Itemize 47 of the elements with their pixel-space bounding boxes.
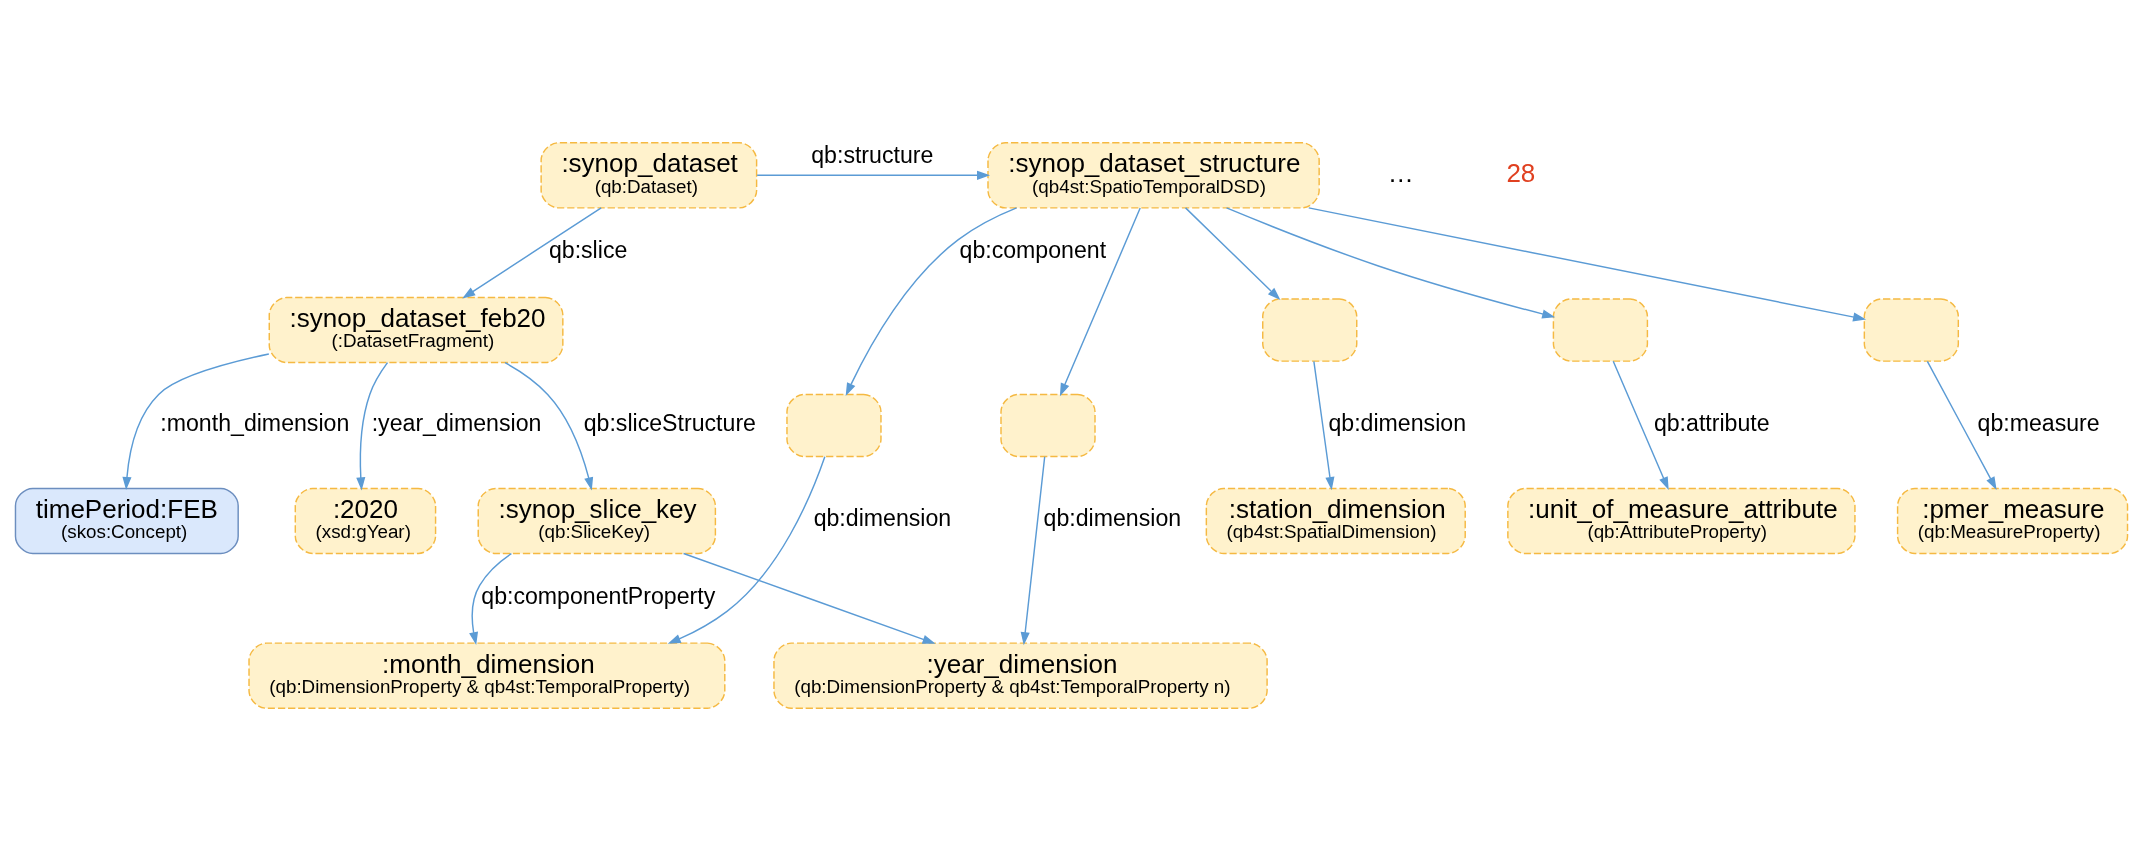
arrow [682,552,936,644]
node-box: :synop_dataset_structure (qb4st:SpatioTemporalDSD) [987,141,1320,209]
node-box: :synop_dataset (qb:Dataset) [540,141,758,209]
edge-label: :year_dimension [371,409,542,436]
arrow [756,170,991,180]
arrow [122,352,270,490]
label: 28 [1506,157,1536,188]
arrow [1313,360,1335,490]
edge-label: qb:component [959,236,1107,263]
arrow [1225,206,1556,318]
node-box [1000,393,1096,457]
node-box: :unit_of_measure_attribute (qb:AttributeProperty) [1507,487,1856,554]
edge-label: qb:dimension [813,504,952,531]
node-box [786,393,882,457]
arrow [845,206,1018,396]
arrow [1926,360,1997,490]
arrow [1612,360,1669,490]
arrow [667,455,826,644]
edge-label: qb:slice [548,236,628,263]
node-box [1863,297,1960,362]
edge-label: qb:structure [811,141,934,168]
node-box: :month_dimension (qb:DimensionProperty & qb4st:TemporalProperty) [248,641,726,709]
node-box: timePeriod:FEB (skos:Concept) [14,487,239,554]
edge-label: qb:dimension [1328,409,1467,436]
arrow [1020,455,1046,645]
arrow [1308,206,1867,321]
node-box: :2020 (xsd:gYear) [294,487,437,554]
node-box: :synop_slice_key (qb:SliceKey) [477,487,717,554]
arrow [356,361,389,490]
label: … [1387,157,1414,188]
edge-label: qb:componentProperty [481,582,716,609]
arrow [1059,206,1141,396]
edge-label: qb:attribute [1653,409,1770,436]
edge-label: :month_dimension [160,409,350,436]
node-box: :station_dimension (qb4st:SpatialDimension) [1205,487,1466,554]
edge-label: qb:dimension [1043,504,1182,531]
arrow [504,361,594,490]
arrow [1184,206,1281,300]
arrow [469,552,513,645]
node-box: :pmer_measure (qb:MeasureProperty) [1896,487,2129,554]
arrow [462,206,602,298]
edge-label: qb:sliceStructure [583,409,756,436]
node-box: :synop_dataset_feb20 (:DatasetFragment) [268,296,564,363]
edge-label: qb:measure [1977,409,2100,436]
node-box [1262,297,1358,362]
node-box [1552,297,1649,362]
node-box: :year_dimension (qb:DimensionProperty & qb4st:TemporalProperty n) [773,641,1268,709]
